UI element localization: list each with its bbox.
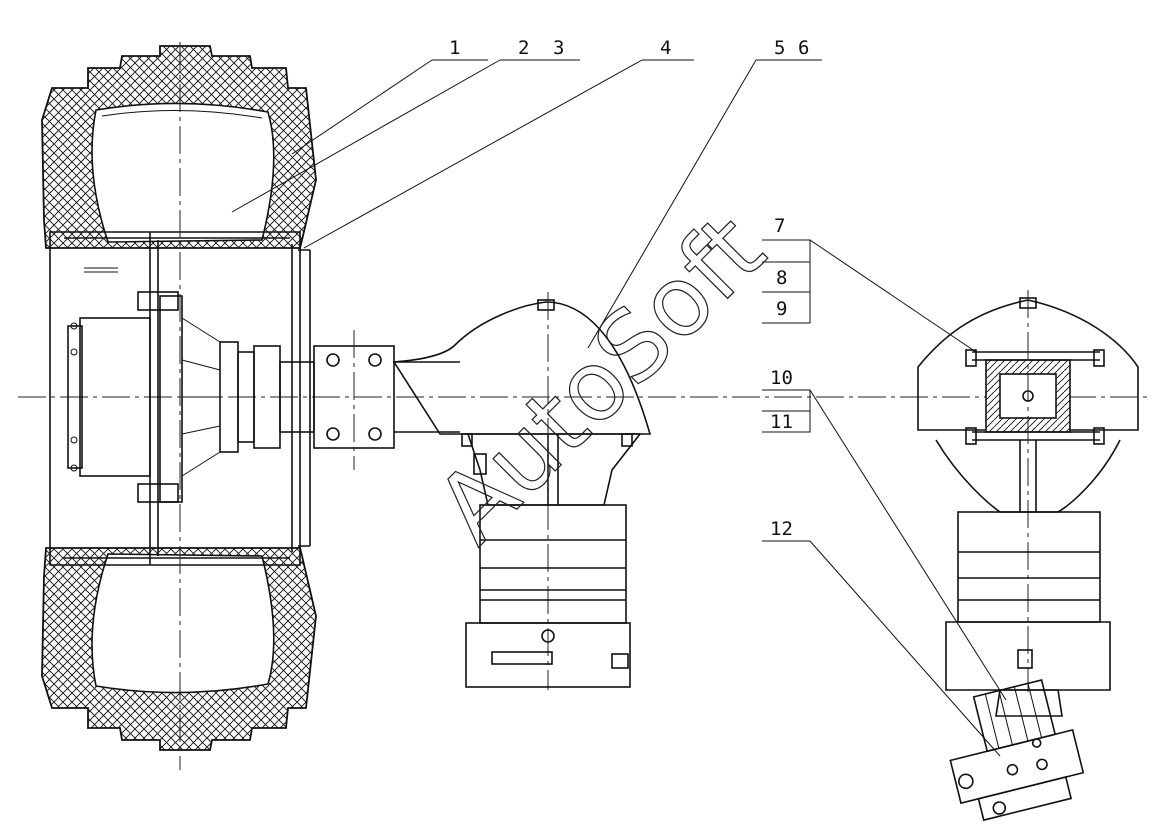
axle-beam: [313, 330, 460, 470]
watermark: AutoSoft: [415, 194, 786, 565]
label-7: 7: [774, 215, 785, 237]
label-1: 1: [449, 37, 460, 59]
part-labels: 1 2 3 4 5 6 7 8 9 10 11 12: [449, 37, 809, 540]
label-5: 5: [774, 37, 785, 59]
hydraulic-motor: [949, 679, 1085, 822]
label-8: 8: [776, 267, 787, 289]
hub-assembly: [67, 267, 315, 503]
leader-lines: [231, 59, 1007, 757]
label-4: 4: [660, 37, 671, 59]
tire-upper: [41, 45, 317, 249]
label-2: 2: [518, 37, 529, 59]
gearbox-housing-middle: [392, 292, 652, 690]
gearbox-housing-right: [917, 290, 1139, 717]
label-10: 10: [770, 367, 793, 389]
tire-lower: [41, 547, 317, 751]
label-12: 12: [770, 518, 793, 540]
label-9: 9: [776, 298, 787, 320]
label-11: 11: [770, 411, 793, 433]
label-6: 6: [798, 37, 809, 59]
label-3: 3: [553, 37, 564, 59]
